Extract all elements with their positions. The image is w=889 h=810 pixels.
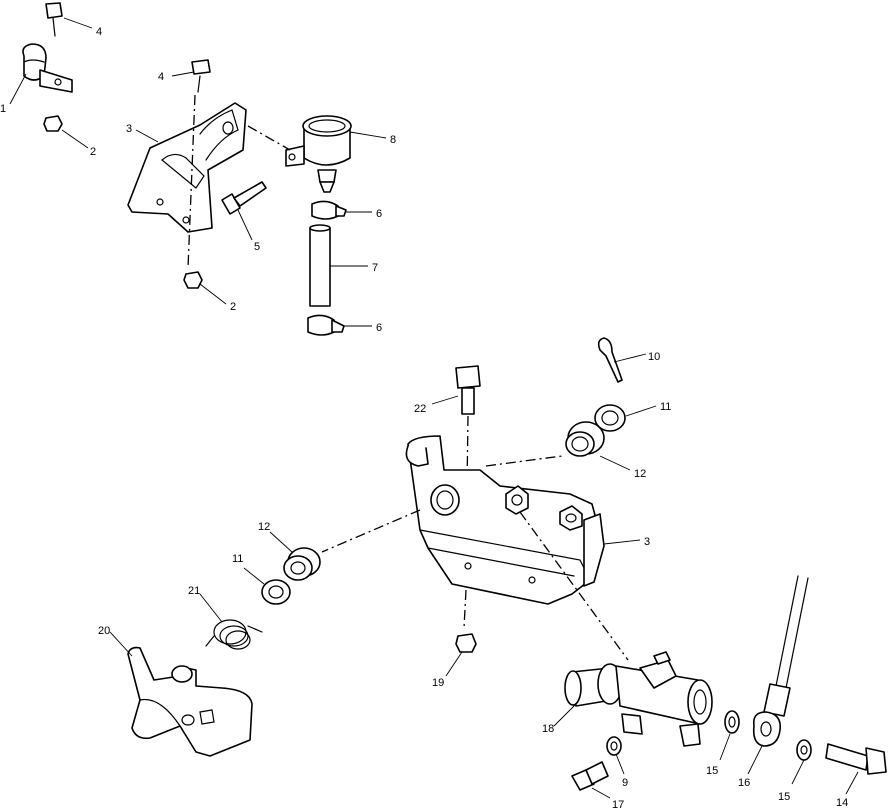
part-14-bolt	[825, 743, 887, 775]
part-1-cable-clamp	[22, 43, 73, 93]
callout-22: 22	[414, 403, 426, 415]
leader-lines	[9, 17, 859, 799]
part-10-cotter-pin	[597, 337, 623, 383]
callout-21: 21	[188, 585, 200, 597]
callout-10: 10	[648, 351, 660, 363]
part-2-nut-top-left	[43, 115, 63, 132]
part-5-bolt	[221, 181, 267, 215]
callout-12-lower: 12	[258, 521, 270, 533]
assembly-line-reservoir	[247, 125, 291, 151]
callout-7: 7	[372, 262, 378, 274]
part-18-pivot-shaft	[564, 651, 713, 747]
part-4-bolt-upper	[191, 59, 211, 93]
part-8-fluid-reservoir	[285, 115, 352, 193]
part-4-bolt-top-left	[45, 2, 63, 37]
callout-19: 19	[432, 677, 444, 689]
part-22-bolt	[455, 365, 481, 415]
callout-11-upper: 11	[660, 401, 671, 413]
callout-15-left: 15	[706, 765, 718, 777]
callout-18: 18	[542, 723, 554, 735]
part-20-shift-lever	[127, 646, 253, 757]
part-11-washer-lower	[261, 579, 291, 605]
callout-16: 16	[738, 777, 750, 789]
callout-3-lower: 3	[644, 536, 650, 548]
part-15-washer-left	[724, 710, 740, 734]
part-7-hose	[309, 224, 331, 307]
callout-9: 9	[622, 777, 628, 789]
part-21-torsion-spring	[205, 619, 263, 650]
part-19-nut	[455, 633, 477, 653]
assembly-line-bushing-lower	[321, 509, 421, 553]
callout-4-top-left: 4	[96, 26, 102, 38]
callout-14: 14	[836, 797, 848, 809]
part-16-rod-end-cable	[752, 575, 809, 747]
assembly-line-nut-19	[463, 589, 467, 629]
assembly-line-bracket	[187, 94, 196, 269]
callout-6-upper: 6	[376, 208, 382, 220]
callout-2-middle: 2	[230, 301, 236, 313]
callout-20: 20	[98, 625, 110, 637]
callout-12-upper: 12	[634, 468, 646, 480]
callout-5: 5	[254, 241, 260, 253]
part-2-nut-middle	[183, 271, 203, 289]
callout-3-upper: 3	[126, 123, 132, 135]
part-3-mounting-bracket-upper	[127, 102, 247, 233]
part-15-washer-right	[796, 739, 812, 761]
part-6-hose-clamp-upper	[311, 200, 347, 220]
part-17-bolt	[571, 761, 609, 791]
callout-4-upper: 4	[158, 71, 164, 83]
callout-1: 1	[0, 103, 6, 115]
callout-15-right: 15	[778, 791, 790, 803]
callout-8: 8	[390, 134, 396, 146]
assembly-line-bushing-upper	[485, 455, 563, 467]
part-12-bushing-upper	[565, 421, 605, 457]
part-9-washer	[606, 736, 622, 756]
callout-11-lower: 11	[232, 553, 243, 565]
part-12-bushing-lower	[283, 547, 321, 581]
part-11-washer-upper	[594, 404, 626, 432]
callout-6-lower: 6	[376, 322, 382, 334]
part-3-mounting-bracket-lower	[405, 435, 605, 605]
callout-17: 17	[612, 799, 624, 810]
part-6-hose-clamp-lower	[307, 314, 345, 336]
callout-labels: 4 1 2 3 4 8 5 6 7 2 6 10 11 22 12 3 12 1…	[0, 26, 848, 810]
callout-2-top-left: 2	[90, 146, 96, 158]
